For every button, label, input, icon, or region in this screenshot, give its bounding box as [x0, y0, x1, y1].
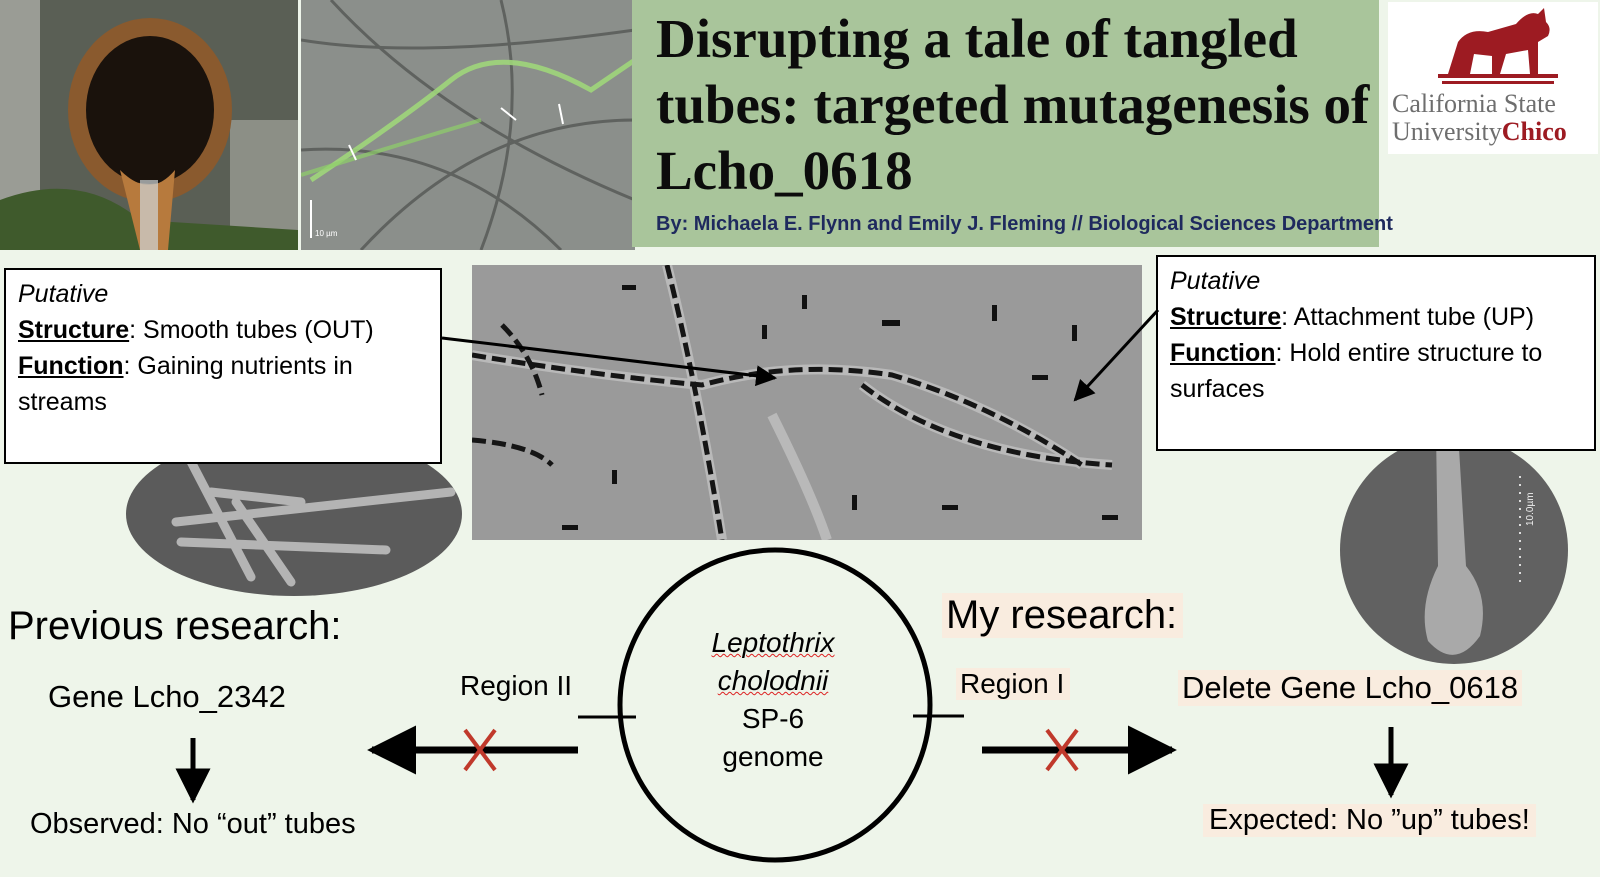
- genome-species-name: Leptothrix cholodnii: [673, 624, 873, 700]
- species-genus: Leptothrix: [711, 627, 835, 658]
- species-epithet: cholodnii: [717, 665, 829, 696]
- callout-right-structure-label: Structure: [1170, 303, 1282, 331]
- callout-out-tubes: Putative Structure: Smooth tubes (OUT) F…: [4, 268, 442, 464]
- callout-left-prefix: Putative: [18, 280, 109, 308]
- wildcat-logo-icon: [1438, 8, 1558, 84]
- callout-left-function-value: : Gaining nutrients in streams: [18, 352, 353, 416]
- callout-right-function-label: Function: [1170, 339, 1276, 367]
- university-logo: [1388, 2, 1598, 154]
- cross-mark-region-ii: [463, 728, 497, 772]
- previous-gene-label: Gene Lcho_2342: [48, 679, 286, 714]
- genome-strain: SP-6 genome: [673, 700, 873, 776]
- sem-scale-label: 10.0µm: [1525, 492, 1536, 526]
- callout-left-function-label: Function: [18, 352, 124, 380]
- callout-right-structure-value: : Attachment tube (UP): [1281, 303, 1535, 331]
- target-gene-label: Delete Gene Lcho_0618: [1178, 670, 1523, 706]
- fluorescent-filaments-photo: 10 µm: [301, 0, 635, 250]
- callout-right-function-value: : Hold entire structure to surfaces: [1170, 339, 1543, 403]
- callout-left-structure-label: Structure: [18, 316, 130, 344]
- region-ii-label: Region II: [460, 670, 573, 701]
- logo-text-line1: California State: [1392, 89, 1556, 118]
- filament-scale-label: 10 µm: [315, 229, 338, 238]
- culvert-pipe-photo: [0, 0, 298, 250]
- callout-right-prefix: Putative: [1170, 267, 1261, 295]
- logo-text-chico: Chico: [1501, 117, 1567, 146]
- logo-text-line2: UniversityChico: [1392, 117, 1567, 147]
- genome-word: genome: [722, 741, 824, 772]
- logo-text-university: University: [1392, 117, 1502, 146]
- byline: By: Michaela E. Flynn and Emily J. Flemi…: [656, 213, 1393, 235]
- callout-up-tubes: Putative Structure: Attachment tube (UP)…: [1156, 255, 1596, 451]
- my-research-heading: My research:: [942, 593, 1184, 638]
- poster-title: Disrupting a tale of tangled tubes: targ…: [656, 8, 1370, 201]
- previous-research-heading: Previous research:: [8, 604, 342, 648]
- region-i-label: Region I: [956, 668, 1071, 700]
- callout-left-structure-value: : Smooth tubes (OUT): [129, 316, 374, 344]
- title-banner: [632, 0, 1379, 247]
- strain-label: SP-6: [741, 703, 805, 734]
- expected-result: Expected: No ”up” tubes!: [1203, 804, 1536, 837]
- sem-attachment-tube-image: 10.0µm: [1340, 436, 1568, 664]
- cross-mark-region-i: [1045, 728, 1079, 772]
- observed-result: Observed: No “out” tubes: [30, 808, 356, 840]
- phase-contrast-micrograph: [472, 265, 1142, 540]
